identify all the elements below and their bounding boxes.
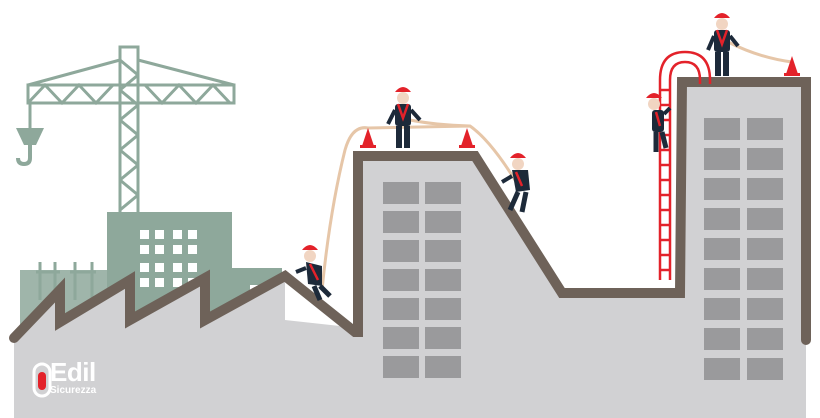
logo-sub-text: Sicurezza [50,385,97,396]
worker-icon [646,93,672,152]
worker-icon [295,245,332,301]
logo-brand-text: Edil [50,357,96,387]
worker-icon [386,87,422,148]
crane-hook-icon [16,128,44,145]
safety-cone-icon [360,56,800,148]
safety-rope [320,40,793,291]
crane-icon [26,45,236,219]
ladder-icon [658,50,712,280]
building-2-windows [704,118,783,380]
building-1-windows [383,182,461,378]
worker-icon [706,13,740,76]
worker-icon [500,153,530,213]
carabiner-icon [32,362,52,398]
roof-outline [9,77,811,345]
edil-sicurezza-logo: Edil Sicurezza [28,357,138,404]
